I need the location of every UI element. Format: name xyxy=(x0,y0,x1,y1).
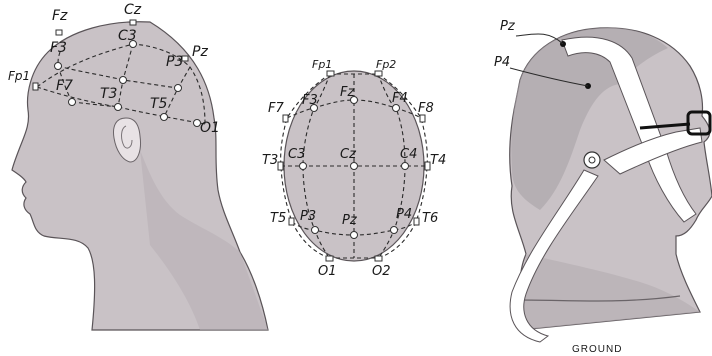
montage-label-p4: P4 xyxy=(494,55,510,70)
side-label-f3: F3 xyxy=(50,40,67,56)
top-label-fp2: Fp2 xyxy=(376,58,396,71)
side-label-t5: T5 xyxy=(150,96,168,112)
top-label-o2: O2 xyxy=(372,264,391,279)
top-electrode-fp2 xyxy=(375,71,382,76)
top-electrode-p4 xyxy=(391,227,398,234)
top-label-f4: F4 xyxy=(392,91,408,106)
top-label-t5: T5 xyxy=(270,211,286,226)
montage-ground-electrode-center xyxy=(589,157,595,163)
side-label-c3: C3 xyxy=(118,28,137,44)
top-electrode-t3 xyxy=(278,162,283,170)
top-label-fp1: Fp1 xyxy=(312,58,332,71)
top-label-o1: O1 xyxy=(318,264,337,279)
side-label-pz: Pz xyxy=(192,44,208,60)
top-electrode-p3 xyxy=(312,227,319,234)
top-electrode-f8 xyxy=(420,115,425,122)
side-electrode-f3 xyxy=(55,63,62,70)
side-electrode-p3 xyxy=(175,85,182,92)
top-view-head: Fp1 Fp2 F7 F3 Fz F4 F8 T3 C3 Cz C4 T4 T5… xyxy=(262,58,446,279)
top-label-f3: F3 xyxy=(302,93,318,108)
side-label-fp1: Fp1 xyxy=(8,69,30,83)
top-label-t3: T3 xyxy=(262,153,278,168)
top-electrode-cz xyxy=(351,163,358,170)
top-label-p3: P3 xyxy=(300,209,316,224)
side-electrode-t5 xyxy=(161,114,168,121)
top-label-fz: Fz xyxy=(340,85,355,100)
top-electrode-c3 xyxy=(300,163,307,170)
top-label-p4: P4 xyxy=(396,207,412,222)
top-label-t4: T4 xyxy=(430,153,446,168)
top-label-c3: C3 xyxy=(288,147,305,162)
top-electrode-t5 xyxy=(289,218,294,225)
top-electrode-c4 xyxy=(402,163,409,170)
side-electrode-cz xyxy=(130,20,136,25)
top-label-pz: Pz xyxy=(342,213,358,228)
montage-view: Pz P4 GROUND xyxy=(494,19,712,355)
top-electrode-fp1 xyxy=(327,71,334,76)
side-electrode-t3 xyxy=(115,104,122,111)
top-label-f7: F7 xyxy=(268,101,284,116)
top-label-t6: T6 xyxy=(422,211,438,226)
side-electrode-fp1 xyxy=(33,83,38,90)
side-electrode-fz xyxy=(56,30,62,35)
side-electrode-f7 xyxy=(69,99,76,106)
side-label-p3: P3 xyxy=(166,54,183,70)
side-label-cz: Cz xyxy=(124,2,142,18)
side-view-head: Fz Cz F3 C3 P3 Pz Fp1 F7 T3 T5 O1 xyxy=(8,2,268,330)
side-label-f7: F7 xyxy=(56,78,73,94)
top-electrode-pz xyxy=(351,232,358,239)
top-electrode-t6 xyxy=(414,218,419,225)
side-electrode-c3b xyxy=(120,77,127,84)
montage-label-pz: Pz xyxy=(500,19,516,34)
top-label-cz: Cz xyxy=(340,147,357,162)
top-label-f8: F8 xyxy=(418,101,434,116)
side-label-fz: Fz xyxy=(52,8,68,24)
top-label-c4: C4 xyxy=(400,147,417,162)
side-label-o1: O1 xyxy=(200,120,220,136)
top-electrode-o2 xyxy=(375,256,382,261)
montage-label-ground: GROUND xyxy=(572,344,622,355)
top-electrode-f7 xyxy=(283,115,288,122)
side-label-t3: T3 xyxy=(100,86,117,102)
top-electrode-o1 xyxy=(326,256,333,261)
